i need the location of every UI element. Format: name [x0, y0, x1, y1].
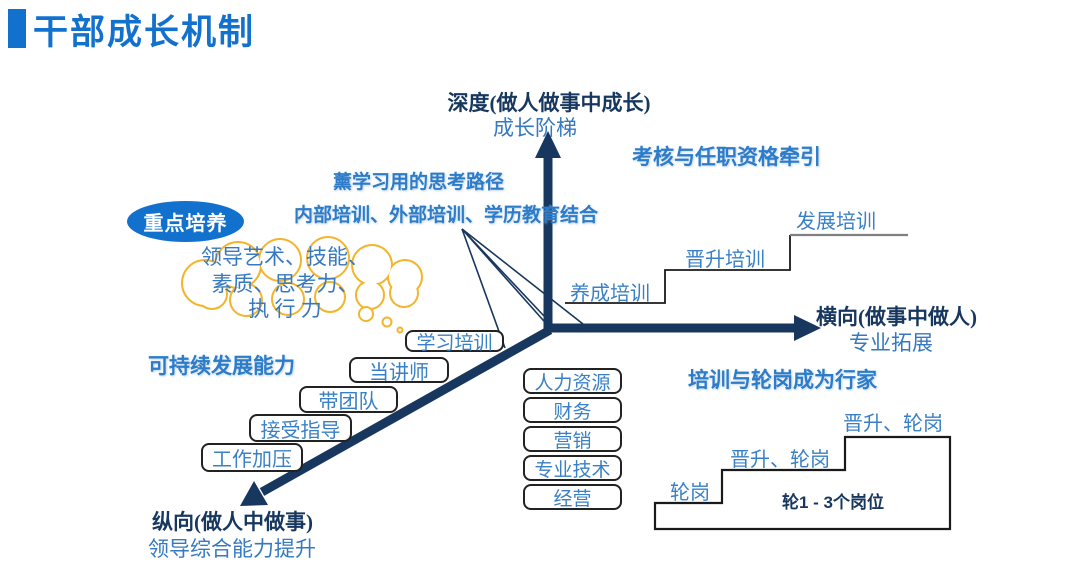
left-stair-label-2: 当讲师 [369, 361, 429, 384]
function-label-marketing: 营销 [553, 430, 592, 452]
depth-axis-label: 深度(做人做事中成长) [447, 91, 651, 115]
title-accent-bar [8, 9, 26, 48]
left-stair-label-1: 学习培训 [416, 332, 493, 354]
assessment-staircase-lines [565, 235, 791, 304]
axes [240, 131, 821, 506]
sustainable-heading: 可持续发展能力 [148, 355, 295, 378]
thinking-path-heading: 薰学习用的思考路径 [333, 172, 505, 193]
right-stair-label-3: 发展培训 [796, 211, 876, 233]
page-title: 干部成长机制 [33, 13, 256, 52]
rotation-expert-heading: 培训与轮岗成为行家 [688, 369, 877, 392]
rotation-inner-label: 轮1 - 3个岗位 [781, 493, 885, 512]
depth-axis-sublabel: 成长阶梯 [493, 116, 577, 140]
horizontal-axis-label: 横向(做事中做人) [816, 305, 977, 329]
vertical-axis-arrowhead [240, 481, 268, 506]
cloud-text-line3: 执 行 力 [248, 297, 322, 321]
function-label-technical: 专业技术 [534, 459, 611, 481]
left-stair-box-3: 带团队 [299, 386, 398, 413]
left-stair-label-5: 工作加压 [212, 449, 292, 471]
assessment-heading: 考核与任职资格牵引 [632, 146, 821, 169]
function-box-marketing: 营销 [523, 426, 622, 452]
right-stair-label-2: 晋升培训 [685, 249, 765, 271]
rotation-step-label-2: 晋升、轮岗 [730, 449, 830, 471]
function-box-technical: 专业技术 [523, 455, 622, 481]
rotation-step-label-3: 晋升、轮岗 [843, 413, 943, 435]
key-training-badge: 重点培养 [127, 201, 244, 242]
left-stair-box-1: 学习培训 [405, 330, 504, 354]
function-label-operations: 经营 [553, 488, 592, 510]
depth-axis-arrowhead [535, 131, 561, 158]
rotation-staircase-shape [653, 435, 952, 531]
right-stair-label-1: 养成培训 [570, 283, 650, 305]
left-stair-label-4: 接受指导 [260, 419, 341, 442]
left-stair-box-4: 接受指导 [249, 414, 352, 442]
cloud-text-line1: 领导艺术、技能、 [201, 245, 369, 269]
function-box-hr: 人力资源 [523, 368, 622, 394]
function-label-hr: 人力资源 [534, 372, 611, 394]
left-stair-label-3: 带团队 [318, 391, 379, 413]
left-stair-box-2: 当讲师 [349, 357, 449, 384]
function-box-operations: 经营 [523, 484, 622, 510]
function-label-finance: 财务 [553, 401, 592, 423]
training-mix-heading: 内部培训、外部培训、学历教育结合 [294, 205, 599, 226]
vertical-axis-label: 纵向(做人中做事) [152, 510, 313, 534]
function-box-finance: 财务 [523, 397, 622, 423]
horizontal-axis-sublabel: 专业拓展 [849, 331, 933, 355]
key-training-label: 重点培养 [143, 213, 228, 235]
thought-cloud [181, 236, 423, 334]
fan-lines [461, 228, 584, 349]
thought-bubble-tail [358, 306, 404, 334]
horizontal-axis-arrowhead [794, 315, 821, 341]
cloud-text-line2: 素质、思考力、 [211, 272, 359, 296]
vertical-axis-sublabel: 领导综合能力提升 [148, 537, 316, 561]
left-stair-box-5: 工作加压 [201, 443, 303, 472]
rotation-step-label-1: 轮岗 [670, 482, 710, 504]
